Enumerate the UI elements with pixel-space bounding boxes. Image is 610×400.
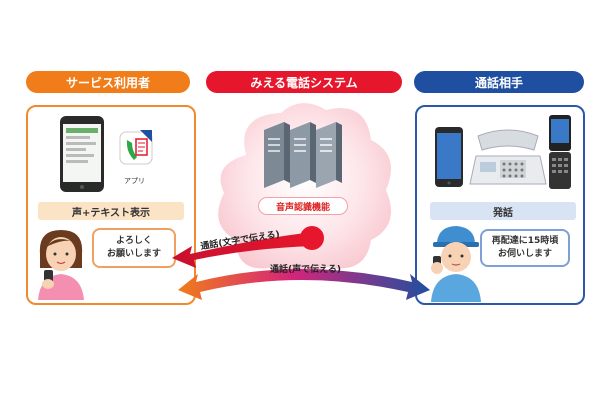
flip-phone-icon [549, 115, 571, 189]
bubble-line: 再配達に15時頃 [491, 236, 559, 246]
speaking-label: 発話 [430, 202, 576, 220]
smartphone-icon [60, 116, 104, 192]
header-service-user: サービス利用者 [26, 71, 190, 93]
text-transmission-arrow [172, 232, 314, 268]
partner-speech-bubble: 再配達に15時頃 お伺いします [480, 229, 570, 267]
desk-phone-icon [469, 129, 547, 185]
smartphone-icon [435, 127, 463, 187]
app-label: アプリ [124, 177, 145, 185]
bubble-line: よろしく [115, 236, 152, 246]
app-icon [119, 130, 153, 165]
woman-avatar [38, 230, 84, 300]
cloud-background [218, 103, 391, 277]
header-system: みえる電話システム [206, 71, 402, 93]
header-call-partner: 通話相手 [414, 71, 584, 93]
voice-text-display-label: 声+テキスト表示 [38, 202, 184, 220]
user-speech-bubble: よろしく お願いします [92, 228, 176, 268]
server-icon [264, 122, 342, 188]
speech-recognition-label: 音声認識機能 [258, 197, 348, 215]
bubble-line: お願いします [106, 249, 161, 259]
voice-transmission-arrow [178, 269, 430, 300]
arrow-label-voice: 通話(声で伝える) [270, 265, 341, 275]
recognition-node [300, 226, 324, 250]
bubble-line: お伺いします [497, 249, 552, 259]
delivery-man-avatar [431, 226, 481, 302]
